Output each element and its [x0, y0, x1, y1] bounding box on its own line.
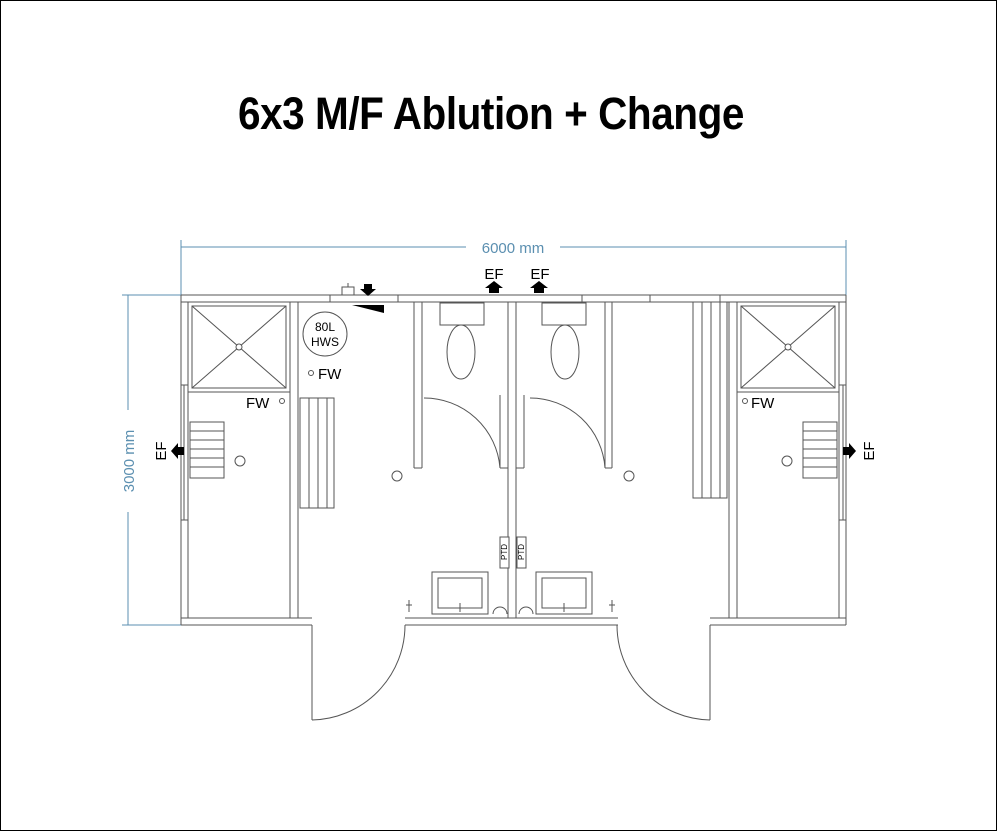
- hws-valve-icon: [341, 283, 355, 296]
- ptd-label-right: PTD: [517, 544, 526, 560]
- ef-label-top-right: EF: [530, 266, 549, 283]
- hws-label: HWS: [311, 335, 339, 349]
- bench-left-change: [299, 397, 335, 509]
- exhaust-fan-arrow-right: [843, 443, 856, 459]
- bench-right-shower: [802, 421, 838, 479]
- hws-capacity-label: 80L: [315, 320, 335, 334]
- basin-right: [535, 571, 593, 615]
- ef-label-left: EF: [153, 441, 170, 460]
- exhaust-fan-arrow-left: [171, 443, 184, 459]
- fw-label-shower-left: FW: [246, 395, 270, 412]
- hot-water-system: 80L HWS: [302, 311, 348, 357]
- exhaust-fan-arrow-top-left: [485, 281, 503, 293]
- entry-door-left: [311, 624, 406, 721]
- ef-label-right: EF: [861, 441, 878, 460]
- toilet-cubicle-right: [516, 302, 613, 469]
- toilet-left: [439, 302, 485, 380]
- dimension-height-label: 3000 mm: [121, 430, 138, 493]
- ef-label-top-left: EF: [484, 266, 503, 283]
- dimension-width: [180, 240, 847, 296]
- toilet-right: [541, 302, 587, 380]
- hws-arrow-down: [360, 284, 376, 296]
- fw-label-change-left: FW: [318, 366, 342, 383]
- dimension-height: [122, 294, 181, 626]
- ptd-label-left: PTD: [500, 544, 509, 560]
- taps-and-fixtures: [406, 600, 615, 615]
- shower-right: [740, 305, 836, 389]
- fw-label-shower-right: FW: [751, 395, 775, 412]
- floor-waste-drains: [234, 370, 793, 482]
- bench-right-change: [692, 301, 728, 499]
- basin-left: [431, 571, 489, 615]
- ptd-dispenser-right: PTD: [516, 536, 527, 569]
- page-title: 6x3 M/F Ablution + Change: [238, 88, 744, 139]
- bench-left-shower: [189, 421, 225, 479]
- shower-left: [191, 305, 287, 389]
- ptd-dispenser-left: PTD: [499, 536, 510, 569]
- dimension-width-label: 6000 mm: [482, 240, 545, 257]
- hws-vent-icon: [352, 305, 384, 313]
- building-walls: [180, 294, 847, 626]
- exhaust-fan-arrow-top-right: [530, 281, 548, 293]
- toilet-cubicle-left: [413, 302, 508, 469]
- entry-door-right: [616, 624, 711, 721]
